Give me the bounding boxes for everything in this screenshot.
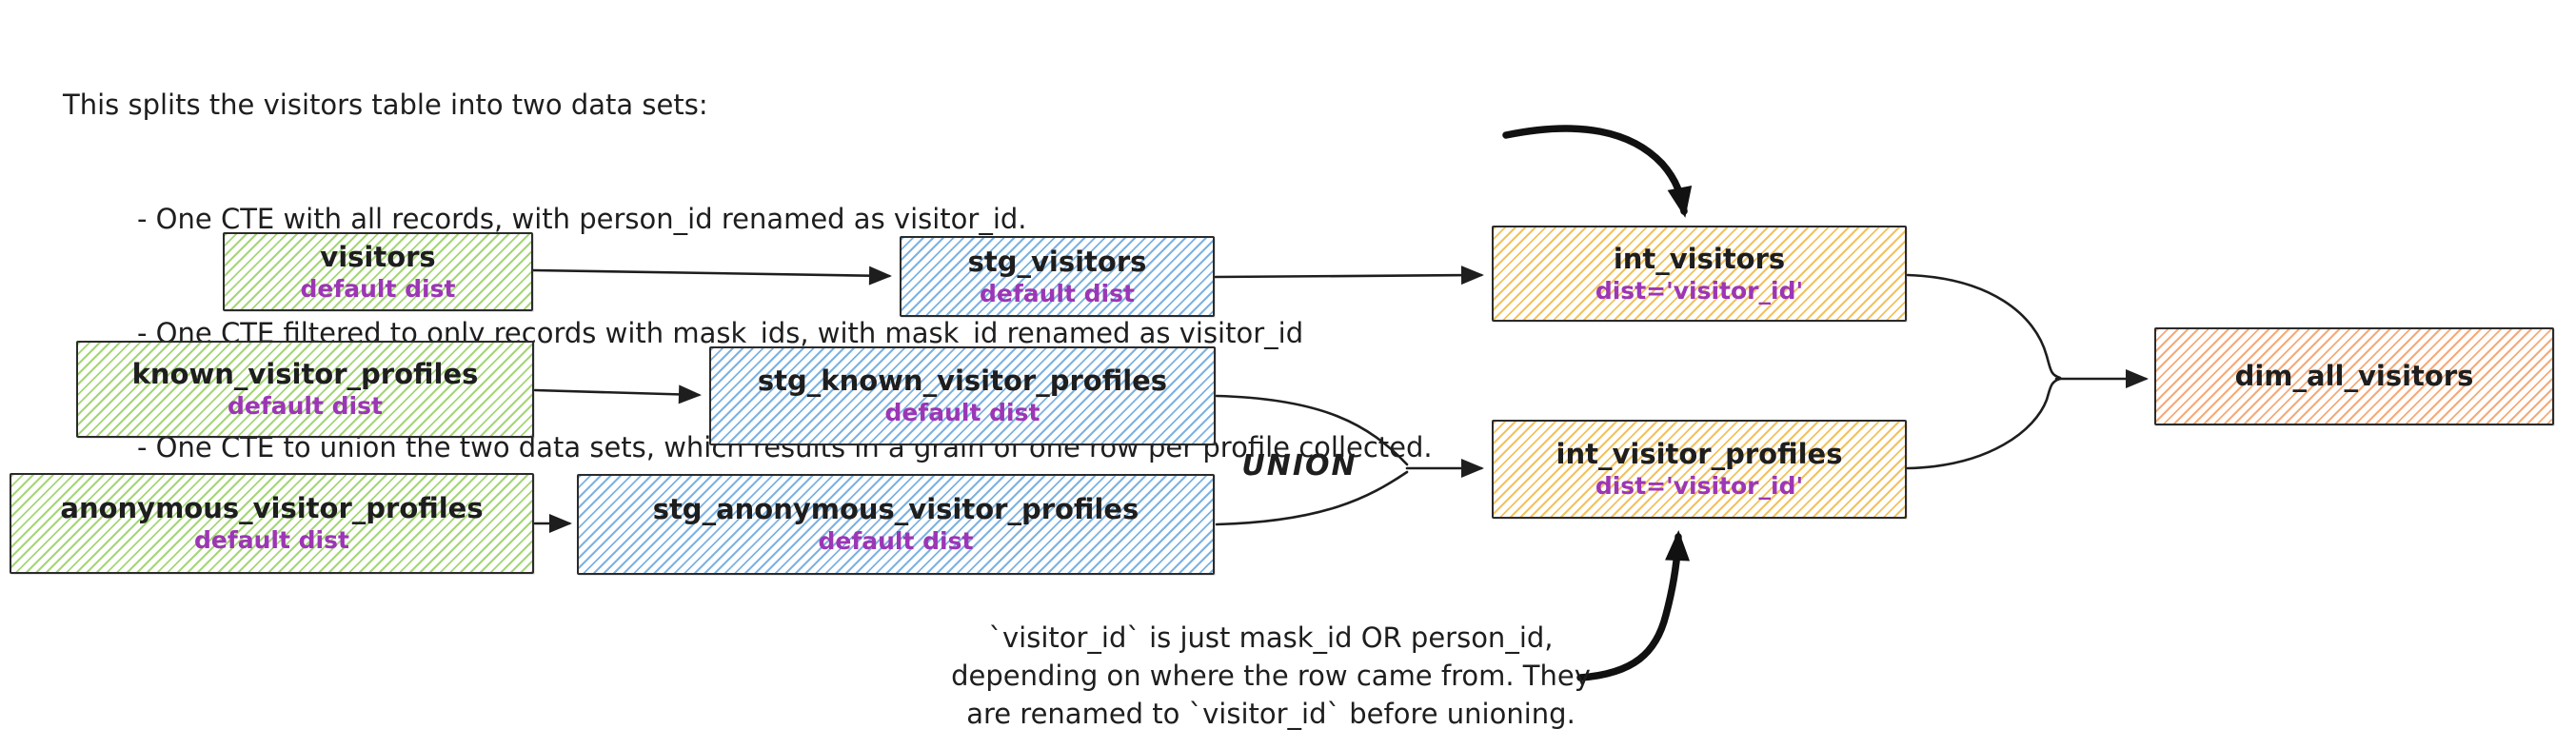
node-title: stg_visitors	[967, 245, 1147, 278]
node-dist-label: default dist	[228, 392, 383, 421]
node-dist-label: default dist	[300, 274, 456, 303]
bottom-annotation-line: `visitor_id` is just mask_id OR person_i…	[988, 621, 1554, 654]
node-dim-all-visitors: dim_all_visitors	[2154, 327, 2554, 425]
top-annotation-bullet: - One CTE with all records, with person_…	[137, 203, 1027, 235]
node-dist-label: dist='visitor_id'	[1595, 276, 1804, 305]
node-title: stg_known_visitor_profiles	[757, 365, 1168, 398]
node-title: stg_anonymous_visitor_profiles	[652, 493, 1139, 526]
arrow-top-note-to-int-visitors	[1502, 125, 1693, 218]
node-title: known_visitor_profiles	[131, 358, 479, 391]
node-int-visitors: int_visitors dist='visitor_id'	[1492, 226, 1907, 322]
top-annotation-bullet: - One CTE filtered to only records with …	[137, 317, 1304, 349]
node-dist-label: default dist	[194, 526, 349, 555]
node-int-visitor-profiles: int_visitor_profiles dist='visitor_id'	[1492, 420, 1907, 519]
node-title: anonymous_visitor_profiles	[60, 492, 484, 525]
node-dist-label: default dist	[818, 527, 974, 556]
node-title: visitors	[320, 240, 436, 273]
edge-int-profiles-to-merge	[1906, 377, 2062, 470]
node-title: int_visitors	[1613, 242, 1786, 275]
node-title: dim_all_visitors	[2234, 359, 2474, 392]
bottom-annotation-line: depending on where the row came from. Th…	[951, 660, 1591, 692]
node-known-visitor-profiles: known_visitor_profiles default dist	[76, 341, 534, 438]
union-label: UNION	[1241, 449, 1357, 483]
node-visitors: visitors default dist	[223, 232, 533, 311]
bottom-annotation-line: are renamed to `visitor_id` before union…	[966, 698, 1575, 730]
top-annotation-line: This splits the visitors table into two …	[63, 89, 708, 121]
node-stg-known-visitor-profiles: stg_known_visitor_profiles default dist	[709, 346, 1216, 445]
node-stg-visitors: stg_visitors default dist	[900, 236, 1215, 317]
node-dist-label: dist='visitor_id'	[1595, 472, 1804, 501]
node-dist-label: default dist	[884, 399, 1040, 427]
edge-int-visitors-to-merge	[1906, 273, 2062, 380]
node-stg-anonymous-visitor-profiles: stg_anonymous_visitor_profiles default d…	[577, 474, 1215, 575]
node-anonymous-visitor-profiles: anonymous_visitor_profiles default dist	[10, 473, 534, 574]
node-dist-label: default dist	[980, 279, 1135, 307]
node-title: int_visitor_profiles	[1556, 438, 1843, 471]
bottom-annotation: `visitor_id` is just mask_id OR person_i…	[938, 619, 1604, 733]
